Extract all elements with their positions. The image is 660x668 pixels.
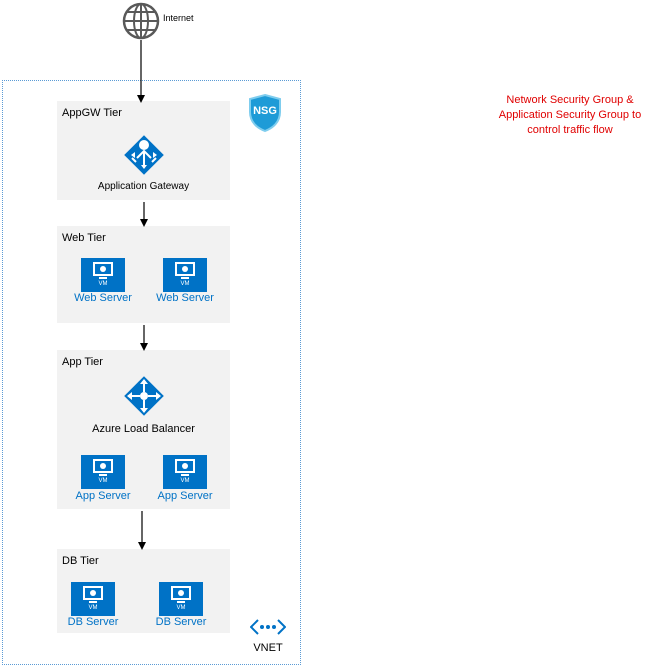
vm-icon: VM <box>163 455 207 489</box>
tier-app: App Tier Azure Load Balancer VM VM App S… <box>57 350 230 509</box>
vm-icon: VM <box>81 258 125 292</box>
vnet-label: VNET <box>253 642 283 654</box>
vm-label-app-2: App Server <box>157 490 213 502</box>
globe-icon <box>122 2 160 40</box>
vm-icon: VM <box>81 455 125 489</box>
tier-db: DB Tier VM VM DB Server DB Server <box>57 549 230 633</box>
vm-label-web-1: Web Server <box>74 292 132 304</box>
tier-title: App Tier <box>62 356 103 368</box>
tier-title: Web Tier <box>62 232 106 244</box>
vm-badge: VM <box>176 605 186 611</box>
note-line-3: control traffic flow <box>527 124 613 136</box>
vm-icon: VM <box>163 258 207 292</box>
shield-icon <box>247 93 283 133</box>
note-line-1: Network Security Group & <box>506 94 634 106</box>
vm-badge: VM <box>88 605 98 611</box>
tier-appgw: AppGW Tier Application Gateway <box>57 101 230 200</box>
note-line-2: Application Security Group to <box>498 109 642 121</box>
tier-title: DB Tier <box>62 555 99 567</box>
note-text: Network Security Group & Application Sec… <box>486 93 654 138</box>
vnet-icon <box>249 618 287 636</box>
vm-label-db-1: DB Server <box>67 616 119 628</box>
vm-label-web-2: Web Server <box>156 292 214 304</box>
service-label: Application Gateway <box>97 181 190 192</box>
vnet-boundary <box>2 80 301 665</box>
vm-icon: VM <box>71 582 115 616</box>
vm-label-app-1: App Server <box>75 490 131 502</box>
vm-icon: VM <box>159 582 203 616</box>
vm-badge: VM <box>98 478 108 484</box>
vm-badge: VM <box>180 281 190 287</box>
service-label: Azure Load Balancer <box>92 423 195 435</box>
tier-web: Web Tier VM VM Web Server Web Server <box>57 226 230 323</box>
tier-title: AppGW Tier <box>62 107 122 119</box>
application-gateway-icon <box>121 132 167 178</box>
internet-label: Internet <box>163 13 194 23</box>
vm-label-db-2: DB Server <box>155 616 207 628</box>
vm-badge: VM <box>180 478 190 484</box>
vm-badge: VM <box>98 281 108 287</box>
load-balancer-icon <box>121 373 167 419</box>
nsg-label: NSG <box>253 105 277 117</box>
